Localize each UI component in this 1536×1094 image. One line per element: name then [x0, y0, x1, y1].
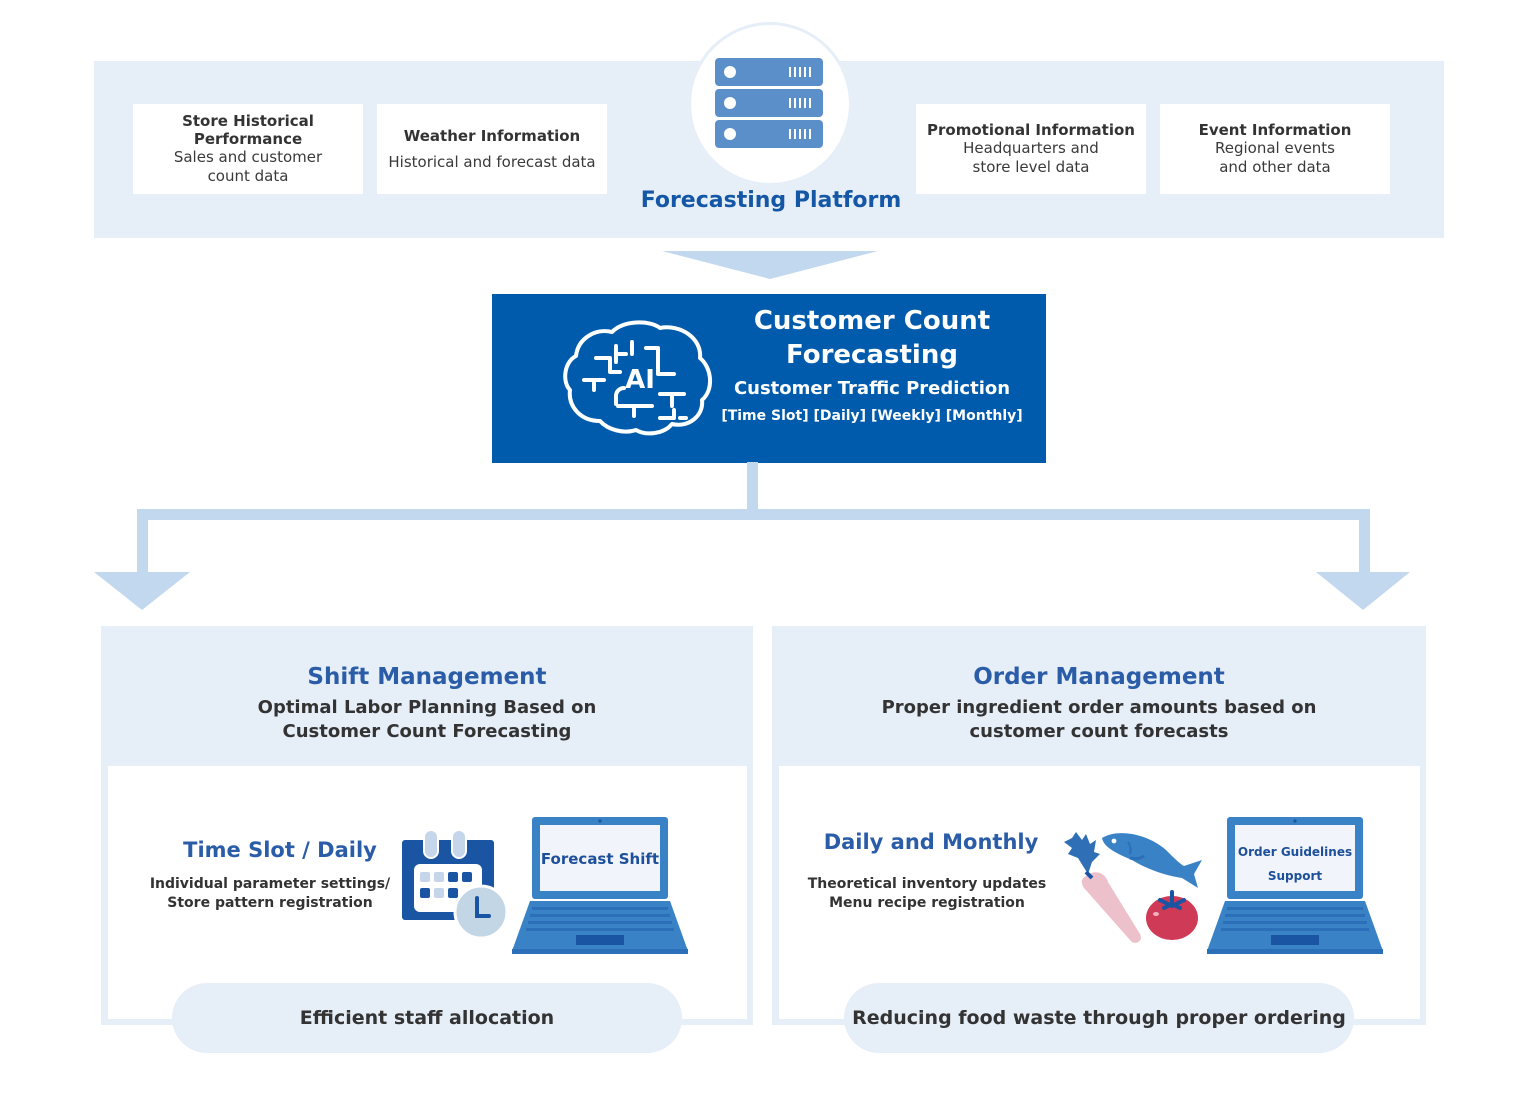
platform-label: Forecasting Platform [640, 188, 902, 213]
order-feature-desc: Theoretical inventory updates Menu recip… [790, 875, 1064, 913]
arrow-right-head [1316, 572, 1410, 610]
order-title: Order Management [973, 664, 1225, 690]
source-desc: Headquarters and store level data [963, 139, 1099, 176]
source-card-event: Event Information Regional events and ot… [1160, 104, 1390, 194]
calendar-clock-icon [402, 829, 509, 940]
tomato-icon [1146, 890, 1198, 940]
shift-subtitle: Optimal Labor Planning Based on Customer… [101, 696, 753, 744]
svg-text:AI: AI [625, 365, 655, 395]
source-card-store-history: Store Historical Performance Sales and c… [133, 104, 363, 194]
arrow-left-head [94, 572, 190, 610]
shift-outcome-pill: Efficient staff allocation [172, 983, 682, 1053]
server-icon-circle [688, 22, 852, 186]
laptop-screen-text: Forecast Shift [540, 850, 660, 868]
ai-brain-icon: AI [563, 320, 712, 436]
flow-arrow-down [662, 251, 878, 279]
ingredients-icon [1064, 832, 1202, 943]
shift-feature-title: Time Slot / Daily [183, 838, 377, 862]
source-desc: Historical and forecast data [388, 152, 596, 171]
fish-icon [1102, 833, 1202, 888]
source-title: Promotional Information [927, 121, 1135, 139]
shift-subtitle-line2: Customer Count Forecasting [282, 721, 572, 742]
order-subtitle-line1: Proper ingredient order amounts based on [881, 697, 1317, 718]
source-card-promotional: Promotional Information Headquarters and… [916, 104, 1146, 194]
source-title: Weather Information [403, 126, 581, 145]
shift-title: Shift Management [307, 664, 547, 690]
server-stack-icon [715, 58, 823, 148]
order-feature-desc-line2: Menu recipe registration [829, 895, 1025, 911]
laptop-screen-text-line2: Support [1267, 869, 1323, 883]
laptop-icon [1207, 817, 1383, 954]
laptop-screen-text: Order Guidelines Support [1235, 840, 1355, 888]
source-card-weather: Weather Information Historical and forec… [377, 104, 607, 194]
ai-periods: [Time Slot] [Daily] [Weekly] [Monthly] [721, 408, 1023, 424]
ai-title-line2: Forecasting [786, 340, 958, 370]
order-feature-desc-line1: Theoretical inventory updates [807, 876, 1047, 892]
source-desc: Sales and customer count data [173, 148, 323, 185]
ai-subtitle: Customer Traffic Prediction [733, 378, 1011, 399]
laptop-screen-text-line1: Order Guidelines [1237, 845, 1353, 859]
radish-icon [1064, 832, 1141, 943]
source-title: Store Historical Performance [182, 112, 314, 148]
shift-feature-desc-line2: Store pattern registration [167, 895, 373, 911]
ai-title: Customer Count Forecasting [718, 304, 1026, 372]
branch-connector [94, 462, 1410, 610]
shift-subtitle-line1: Optimal Labor Planning Based on [257, 697, 597, 718]
shift-feature-desc: Individual parameter settings/ Store pat… [130, 875, 410, 913]
order-feature-title: Daily and Monthly [823, 830, 1039, 854]
source-desc: Regional events and other data [1214, 139, 1335, 176]
order-subtitle-line2: customer count forecasts [969, 721, 1229, 742]
order-subtitle: Proper ingredient order amounts based on… [772, 696, 1426, 744]
laptop-icon [512, 817, 688, 954]
order-outcome-pill: Reducing food waste through proper order… [844, 983, 1354, 1053]
source-title: Event Information [1198, 121, 1352, 139]
shift-feature-desc-line1: Individual parameter settings/ [149, 876, 391, 892]
ai-title-line1: Customer Count [753, 306, 991, 336]
